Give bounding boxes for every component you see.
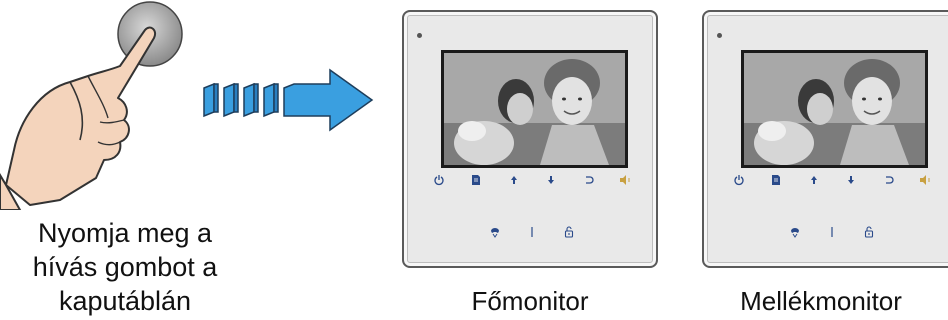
arrow-down-icon[interactable] xyxy=(844,172,858,188)
call-button-row xyxy=(404,224,656,240)
intercom-icon[interactable] xyxy=(788,224,802,240)
press-call-button-caption: Nyomja meg a hívás gombot a kaputáblán xyxy=(10,216,240,318)
arrow-segment-1-side xyxy=(213,83,219,113)
caption-line-3: kaputáblán xyxy=(58,286,192,316)
camera-dot xyxy=(717,33,722,38)
children-photo xyxy=(744,53,925,165)
power-icon[interactable] xyxy=(432,172,446,188)
monitor-screen xyxy=(441,50,628,168)
arrow-up-icon[interactable] xyxy=(507,172,521,188)
children-photo xyxy=(444,53,625,165)
document-icon[interactable] xyxy=(769,172,783,188)
hand-shape xyxy=(5,26,156,206)
sub-monitor-label: Mellékmonitor xyxy=(740,286,902,316)
arrow-segment-2 xyxy=(223,82,235,118)
arrow-down-icon[interactable] xyxy=(544,172,558,188)
caption-line-1: Nyomja meg a xyxy=(37,218,213,248)
speaker-icon[interactable] xyxy=(918,172,932,188)
lock-icon[interactable] xyxy=(862,224,876,240)
main-monitor xyxy=(402,10,658,268)
arrow-head xyxy=(283,68,374,132)
arrow-up-icon[interactable] xyxy=(807,172,821,188)
camera-dot xyxy=(417,33,422,38)
call-button-row xyxy=(704,224,948,240)
sub-monitor xyxy=(702,10,948,268)
return-icon[interactable] xyxy=(882,172,896,188)
power-icon[interactable] xyxy=(732,172,746,188)
arrow-segment-1 xyxy=(203,82,215,118)
arrow-segment-4 xyxy=(263,82,275,118)
function-button-row xyxy=(404,172,656,188)
signal-arrow-icon xyxy=(203,68,374,132)
intercom-icon[interactable] xyxy=(488,224,502,240)
caption-line-2: hívás gombot a xyxy=(32,252,218,282)
divider-icon xyxy=(825,224,839,240)
divider-icon xyxy=(525,224,539,240)
lock-icon[interactable] xyxy=(562,224,576,240)
monitor-screen xyxy=(741,50,928,168)
arrow-segment-3 xyxy=(243,82,255,118)
main-monitor-label: Főmonitor xyxy=(471,286,589,316)
speaker-icon[interactable] xyxy=(618,172,632,188)
hand-pressing-button-illustration xyxy=(0,1,183,210)
document-icon[interactable] xyxy=(469,172,483,188)
return-icon[interactable] xyxy=(582,172,596,188)
function-button-row xyxy=(704,172,948,188)
